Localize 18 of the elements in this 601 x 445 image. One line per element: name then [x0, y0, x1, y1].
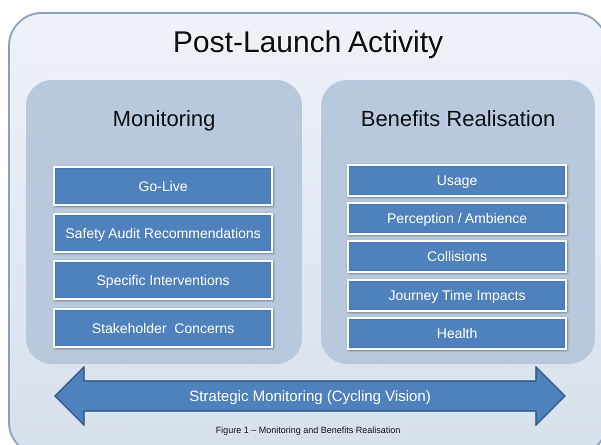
panel-heading: Monitoring	[112, 106, 216, 132]
item-box: Usage	[347, 164, 567, 197]
outer-panel	[8, 12, 601, 445]
item-box: Specific Interventions	[53, 260, 273, 300]
item-box: Safety Audit Recommendations	[53, 213, 273, 253]
group-panel	[321, 80, 595, 364]
item-box: Journey Time Impacts	[347, 279, 567, 312]
arrow-label: Strategic Monitoring (Cycling Vision)	[189, 388, 431, 404]
item-box: Collisions	[347, 240, 567, 273]
caption: Figure 1 – Monitoring and Benefits Realisation	[214, 425, 402, 435]
group-panel	[26, 80, 302, 364]
title: Post-Launch Activity	[172, 26, 444, 60]
double-arrow	[54, 366, 566, 426]
panel-heading: Benefits Realisation	[360, 106, 556, 132]
item-box: Go-Live	[53, 166, 273, 206]
item-box: Health	[347, 317, 567, 350]
item-box: Perception / Ambience	[347, 202, 567, 235]
item-box: Stakeholder Concerns	[53, 308, 273, 348]
